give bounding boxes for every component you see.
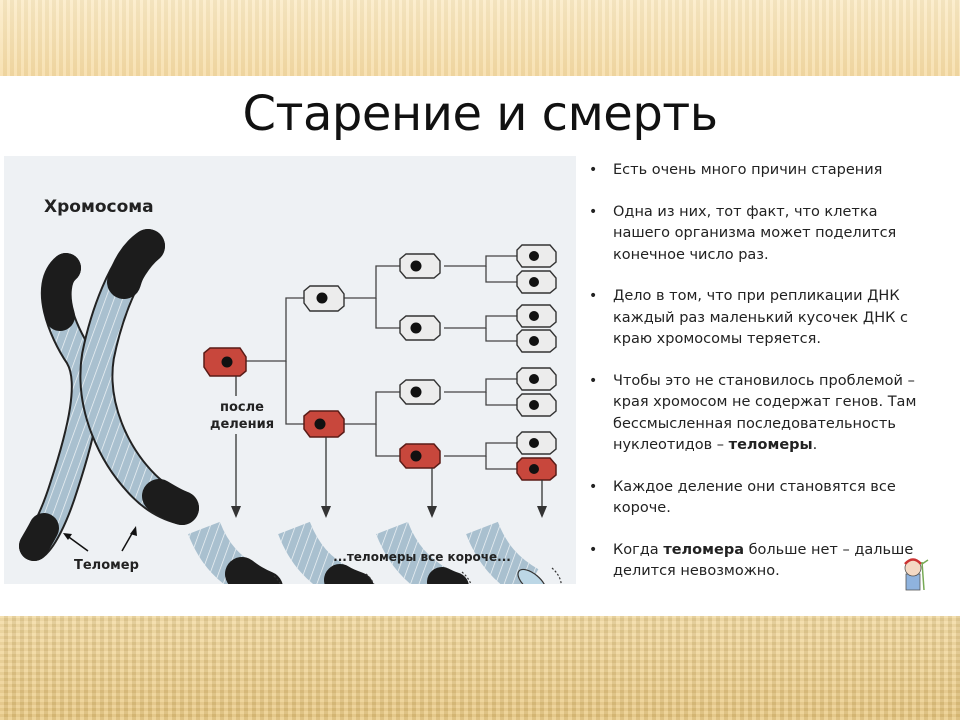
chromosome-end-1 xyxy=(188,521,283,584)
slide: Старение и смерть Хромосома xyxy=(0,76,960,616)
bullet-text-pre: Чтобы это не становилось проблемой – кра… xyxy=(613,372,917,454)
cell-division-figure: Хромосома Теломер xyxy=(4,156,576,584)
after-division-label-1: после xyxy=(220,400,264,415)
bullet-dot: • xyxy=(589,288,598,304)
bullet-text: Дело в том, что при репликации ДНК кажды… xyxy=(613,288,909,347)
bullet-dot: • xyxy=(589,478,598,495)
telomere-arrow xyxy=(65,534,89,552)
bullet-text-post: . xyxy=(812,437,818,453)
bullet-item: • Когда теломера больше нет – дальше дел… xyxy=(589,540,934,583)
telomere-tip xyxy=(107,229,165,299)
cell-tree xyxy=(203,244,557,481)
bullet-bold-term: теломера xyxy=(663,541,744,558)
bullet-dot: • xyxy=(589,541,598,558)
bottom-decorative-band xyxy=(0,616,960,720)
cell-red xyxy=(399,443,441,469)
cartoon-mascot-icon xyxy=(904,558,929,591)
cell-white xyxy=(399,253,441,279)
cell-nuclei xyxy=(529,251,539,474)
figure-svg: Хромосома Теломер xyxy=(19,197,562,584)
chromosome-label: Хромосома xyxy=(44,197,154,217)
top-decorative-band xyxy=(0,0,960,76)
chromosome-end-2 xyxy=(278,521,375,584)
telomere-tip xyxy=(19,513,59,561)
bullet-text: Каждое деление они становятся все короче… xyxy=(613,478,896,517)
bullet-text: Есть очень много причин старения xyxy=(613,162,883,178)
chromosome-end-4 xyxy=(466,521,562,584)
slide-title: Старение и смерть xyxy=(242,86,718,142)
telomere-arrowhead xyxy=(63,533,72,540)
cell-white xyxy=(399,379,441,405)
bullet-item: • Каждое деление они становятся все коро… xyxy=(589,477,934,520)
division-arrowheads xyxy=(231,506,547,518)
division-arrows xyxy=(235,376,543,508)
cell-red xyxy=(203,347,247,377)
bullet-dot: • xyxy=(589,372,598,389)
telomeres-shorter-label: ...теломеры все короче... xyxy=(333,550,511,564)
bullet-item: • Дело в том, что при репликации ДНК каж… xyxy=(589,286,934,351)
cell-white xyxy=(399,315,441,341)
bullet-bold-term: теломеры xyxy=(728,437,813,453)
cell-white xyxy=(303,285,345,312)
bullet-item: • Чтобы это не становилось проблемой – к… xyxy=(589,371,934,457)
bullet-dot: • xyxy=(589,203,598,220)
bullet-list: • Есть очень много причин старения • Одн… xyxy=(589,160,934,603)
bullet-item: • Одна из них, тот факт, что клетка наше… xyxy=(589,202,934,267)
bullet-item: • Есть очень много причин старения xyxy=(589,160,934,182)
bullet-text: Одна из них, тот факт, что клетка нашего… xyxy=(613,203,897,263)
chromosome-end-3 xyxy=(376,521,472,584)
division-tree-lines xyxy=(246,255,521,470)
cell-white-leaves xyxy=(516,244,557,455)
after-division-label-2: деления xyxy=(210,417,274,432)
telomere-tip xyxy=(41,253,81,331)
telomere-tip xyxy=(142,479,199,525)
telomere-label: Теломер xyxy=(74,558,139,573)
chromosome-shape xyxy=(19,229,199,561)
bullet-text-pre: Когда xyxy=(613,541,664,558)
telomere-arrowhead xyxy=(130,526,137,536)
cell-red xyxy=(303,410,345,438)
bullet-dot: • xyxy=(589,162,598,178)
bullet-text-post: больше нет – дальше делится невозможно. xyxy=(613,541,914,580)
